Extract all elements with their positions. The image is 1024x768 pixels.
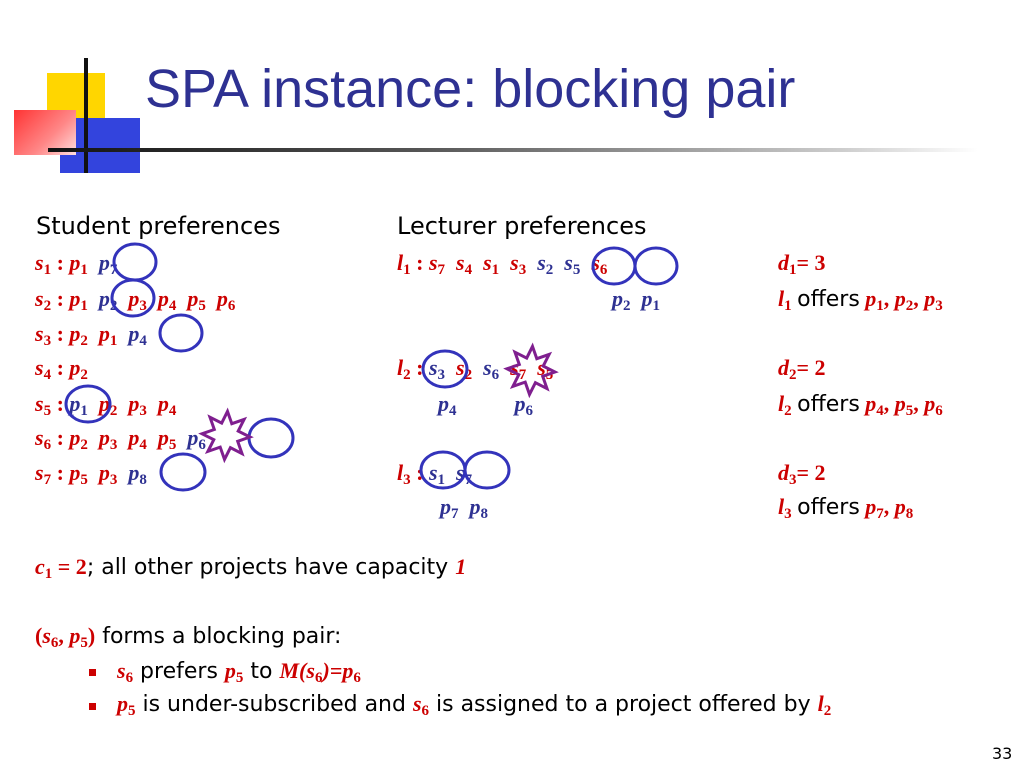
student-preferences-heading: Student preferences [36,212,281,240]
capacity-d3: d3= 2 [778,460,826,488]
page-title: SPA instance: blocking pair [145,59,796,119]
offers-l1: l1 offers p1, p2, p3 [778,286,943,314]
assignment-circle [419,450,467,490]
lecturer-preferences-heading: Lecturer preferences [397,212,647,240]
capacity-note: c1 = 2; all other projects have capacity… [35,554,467,582]
assignment-circle [463,450,511,490]
bullet-prefers: s6 prefers p5 to M(s6)=p6 [117,658,361,686]
student-pref-s4: s4 : p2 [35,355,88,383]
blocking-star-p5 [198,407,254,464]
assignment-circle [247,417,295,459]
assignment-circle [591,246,637,286]
assignment-circle [158,313,204,353]
capacity-d1: d1= 3 [778,250,826,278]
bullet-marker [89,703,96,710]
assignment-circle [64,384,112,424]
bullet-marker [89,669,96,676]
assignment-circle [159,452,207,492]
assignment-circle [421,349,469,389]
bullet-under-subscribed: p5 is under-subscribed and s6 is assigne… [117,691,832,719]
blocking-pair-statement: (s6, p5) forms a blocking pair: [35,623,342,651]
offers-l2: l2 offers p4, p5, p6 [778,391,943,419]
assignment-circle [112,242,158,282]
capacity-d2: d2= 2 [778,355,826,383]
assignment-circle [110,278,156,318]
title-divider [48,148,978,152]
blocking-star-s6 [503,342,559,399]
slide-number: 33 [992,744,1013,763]
assignment-circle [633,246,679,286]
offers-l3: l3 offers p7, p8 [778,494,914,522]
